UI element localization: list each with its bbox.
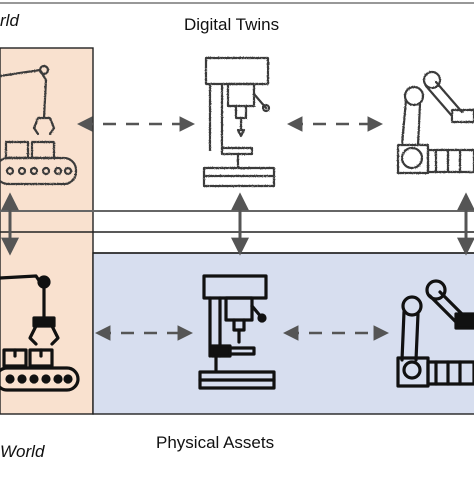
virtual-drill-press-icon	[202, 56, 276, 188]
physical-assets-title: Physical Assets	[156, 433, 275, 452]
physical-robotic-arm-icon	[396, 279, 474, 388]
physical-world-label: World	[0, 442, 45, 461]
virtual-world-label: rld	[0, 11, 19, 30]
orange-world-panel	[0, 47, 94, 415]
physical-robot-arm-conveyor-icon	[0, 274, 80, 392]
digital-twins-title: Digital Twins	[184, 15, 280, 34]
virtual-robot-arm-conveyor-icon	[0, 64, 78, 186]
physical-drill-press-icon	[198, 274, 276, 390]
virtual-robotic-arm-icon	[396, 70, 474, 175]
